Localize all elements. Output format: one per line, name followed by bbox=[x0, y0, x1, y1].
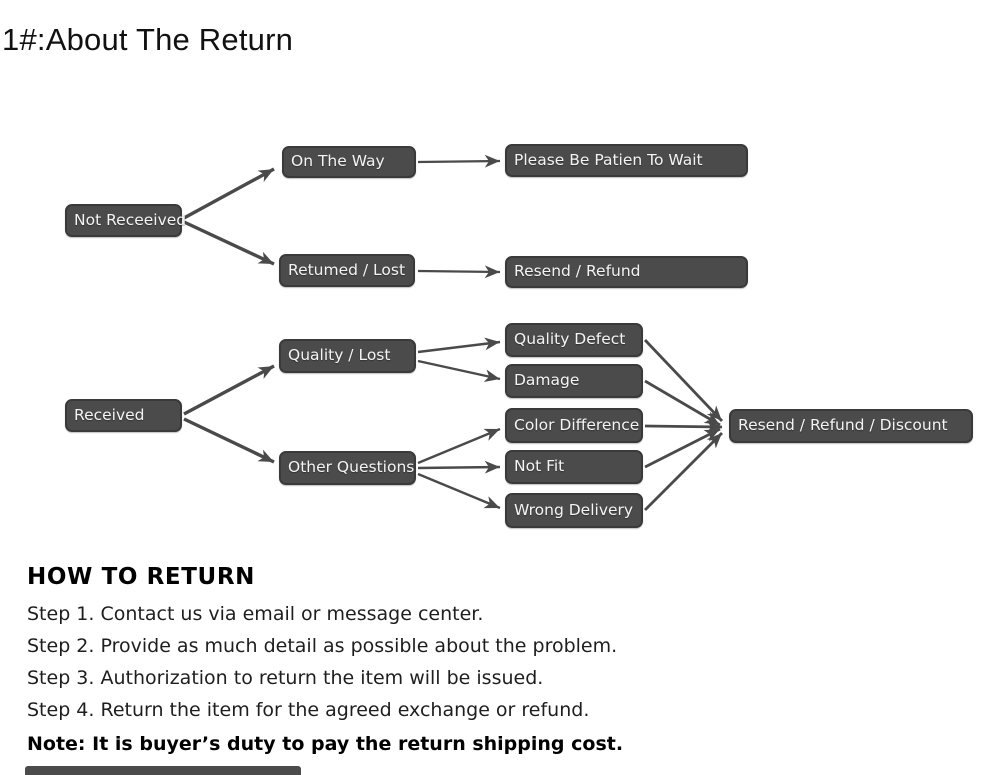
flow-node-wrong-delivery: Wrong Delivery bbox=[505, 493, 643, 528]
step-line: Step 1. Contact us via email or message … bbox=[27, 603, 484, 625]
flow-node-quality-lost: Quality / Lost bbox=[279, 339, 416, 373]
how-to-return-heading: HOW TO RETURN bbox=[27, 564, 255, 590]
flow-arrow-returned-lost-to-resend-refund bbox=[417, 265, 501, 279]
flow-node-resend-refund-discount: Resend / Refund / Discount bbox=[729, 409, 973, 443]
flow-node-label: Please Be Patien To Wait bbox=[514, 150, 703, 169]
step-line: Step 2. Provide as much detail as possib… bbox=[27, 635, 618, 657]
flow-node-label: Color Difference bbox=[514, 415, 640, 434]
flow-arrow-other-questions-to-wrong-delivery bbox=[417, 472, 501, 510]
flow-arrow-not-received-to-on-the-way bbox=[183, 167, 275, 220]
return-steps: Step 1. Contact us via email or message … bbox=[27, 598, 623, 726]
flow-arrow-quality-lost-to-quality-defect bbox=[417, 337, 501, 354]
flow-node-label: On The Way bbox=[291, 152, 385, 171]
flow-arrow-quality-defect-to-resend-refund-discount bbox=[643, 339, 724, 422]
flow-arrow-on-the-way-to-please-be-patien-to-wait bbox=[417, 154, 501, 168]
flow-node-label: Not Receeived bbox=[74, 210, 187, 229]
flow-node-received: Received bbox=[65, 399, 182, 432]
flow-node-not-received: Not Receeived bbox=[65, 204, 186, 237]
flow-arrow-other-questions-to-color-difference bbox=[417, 427, 501, 465]
flow-arrow-received-to-quality-lost bbox=[183, 364, 275, 416]
flow-node-label: Other Questions bbox=[288, 458, 415, 477]
flow-node-quality-defect: Quality Defect bbox=[505, 323, 643, 357]
flow-node-label: Received bbox=[74, 405, 145, 424]
flow-node-please-be-patien-to-wait: Please Be Patien To Wait bbox=[505, 144, 748, 177]
flow-arrow-not-received-to-returned-lost bbox=[183, 220, 275, 266]
flow-node-label: Resend / Refund bbox=[514, 262, 641, 281]
flow-node-resend-refund: Resend / Refund bbox=[505, 256, 748, 288]
flow-node-other-questions: Other Questions bbox=[279, 451, 416, 485]
flow-node-color-difference: Color Difference bbox=[505, 408, 643, 443]
flow-node-label: Damage bbox=[514, 371, 580, 390]
flow-arrow-other-questions-to-not-fit bbox=[417, 460, 501, 474]
flow-node-label: Quality / Lost bbox=[288, 346, 391, 365]
flow-node-label: Wrong Delivery bbox=[514, 500, 634, 519]
page-title: 1#:About The Return bbox=[2, 22, 294, 57]
flow-node-label: Resend / Refund / Discount bbox=[738, 416, 948, 435]
how-to-return-section: HOW TO RETURN Step 1. Contact us via ema… bbox=[27, 563, 623, 760]
flowchart-arrows bbox=[183, 154, 724, 511]
step-line: Step 3. Authorization to return the item… bbox=[27, 667, 544, 689]
return-flowchart: Not Receeived On The Way Please Be Patien … bbox=[65, 144, 973, 528]
flow-arrow-quality-lost-to-damage bbox=[417, 359, 501, 383]
cutoff-bar bbox=[25, 766, 301, 775]
flow-node-label: Not Fit bbox=[514, 457, 565, 476]
flow-node-not-fit: Not Fit bbox=[505, 450, 643, 484]
flow-node-on-the-way: On The Way bbox=[282, 146, 416, 178]
flow-node-label: Retumed / Lost bbox=[288, 260, 406, 279]
return-note: Note: It is buyer’s duty to pay the retu… bbox=[27, 733, 624, 755]
step-line: Step 4. Return the item for the agreed e… bbox=[27, 699, 590, 721]
flow-node-returned-lost: Retumed / Lost bbox=[279, 254, 415, 287]
flow-arrow-damage-to-resend-refund-discount bbox=[644, 379, 721, 427]
flow-node-damage: Damage bbox=[505, 364, 643, 398]
flow-arrow-color-difference-to-resend-refund-discount bbox=[644, 420, 723, 434]
flow-arrow-wrong-delivery-to-resend-refund-discount bbox=[644, 432, 723, 511]
flow-node-label: Quality Defect bbox=[514, 330, 626, 349]
flow-arrow-received-to-other-questions bbox=[183, 417, 275, 464]
